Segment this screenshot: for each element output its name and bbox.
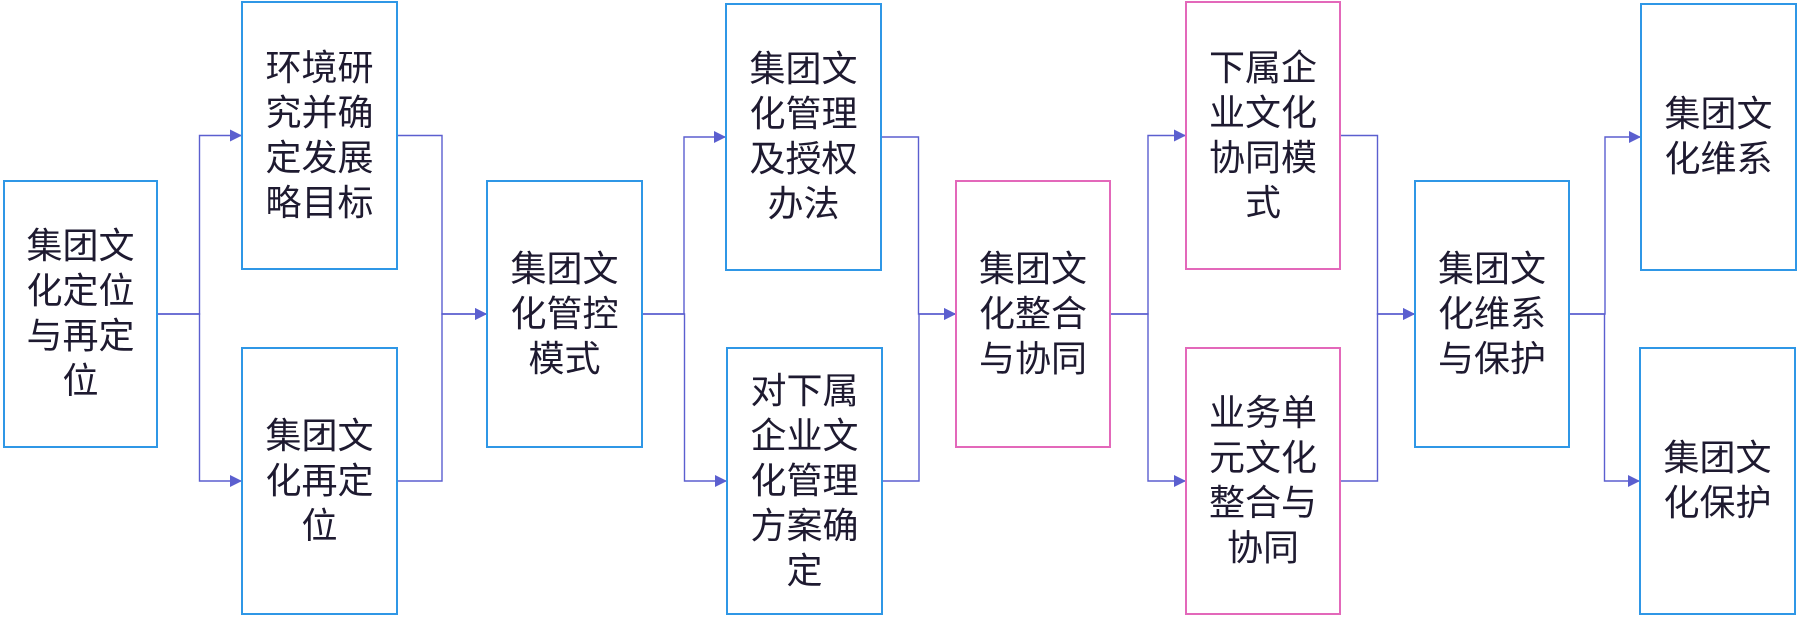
connector-arrow-n8-n10 — [1341, 134, 1415, 320]
connector-arrow-n5-n7 — [882, 136, 956, 320]
node-maintain: 集团文化维系 — [1640, 3, 1797, 271]
node-label: 集团文化定位与再定位 — [26, 226, 135, 402]
node-label: 环境研究并确定发展略目标 — [265, 47, 374, 224]
node-culture-repositioning: 集团文化再定位 — [241, 347, 398, 615]
connector-arrow-n4-n6 — [643, 313, 727, 487]
connector-arrow-n7-n9 — [1111, 313, 1186, 487]
node-business-unit-integration: 业务单元文化整合与协同 — [1185, 347, 1341, 615]
node-label: 对下属企业文化管理方案确定 — [750, 370, 859, 592]
node-label: 下属企业文化协同模式 — [1208, 47, 1317, 224]
node-protect: 集团文化保护 — [1639, 347, 1796, 615]
node-environment-research: 环境研究并确定发展略目标 — [241, 1, 398, 270]
node-subsidiary-plan: 对下属企业文化管理方案确定 — [726, 347, 883, 615]
connector-arrow-n10-n11 — [1570, 131, 1641, 315]
connector-arrow-n6-n7 — [883, 308, 956, 482]
node-subsidiary-synergy-mode: 下属企业文化协同模式 — [1185, 1, 1341, 270]
node-label: 集团文化整合与协同 — [978, 248, 1087, 380]
connector-arrow-n3-n4 — [398, 308, 487, 482]
connector-arrow-n7-n8 — [1111, 129, 1186, 315]
connector-arrow-n2-n4 — [398, 134, 487, 320]
node-integration-synergy: 集团文化整合与协同 — [955, 180, 1111, 448]
node-maintain-protect: 集团文化维系与保护 — [1414, 180, 1570, 448]
node-culture-positioning: 集团文化定位与再定位 — [3, 180, 158, 448]
connector-arrow-n1-n3 — [158, 313, 242, 487]
node-label: 集团文化管控模式 — [510, 248, 619, 380]
node-label: 集团文化维系 — [1664, 94, 1773, 180]
node-label: 集团文化保护 — [1663, 438, 1772, 524]
connector-arrow-n4-n5 — [643, 131, 726, 315]
connector-arrow-n1-n2 — [158, 129, 242, 315]
connector-arrow-n9-n10 — [1341, 308, 1415, 482]
node-management-authorization: 集团文化管理及授权办法 — [725, 3, 882, 271]
node-label: 集团文化维系与保护 — [1437, 248, 1546, 380]
node-label: 业务单元文化整合与协同 — [1208, 393, 1317, 569]
node-control-mode: 集团文化管控模式 — [486, 180, 643, 448]
node-label: 集团文化管理及授权办法 — [749, 49, 858, 225]
node-label: 集团文化再定位 — [265, 415, 374, 547]
connector-arrow-n10-n12 — [1570, 313, 1640, 487]
